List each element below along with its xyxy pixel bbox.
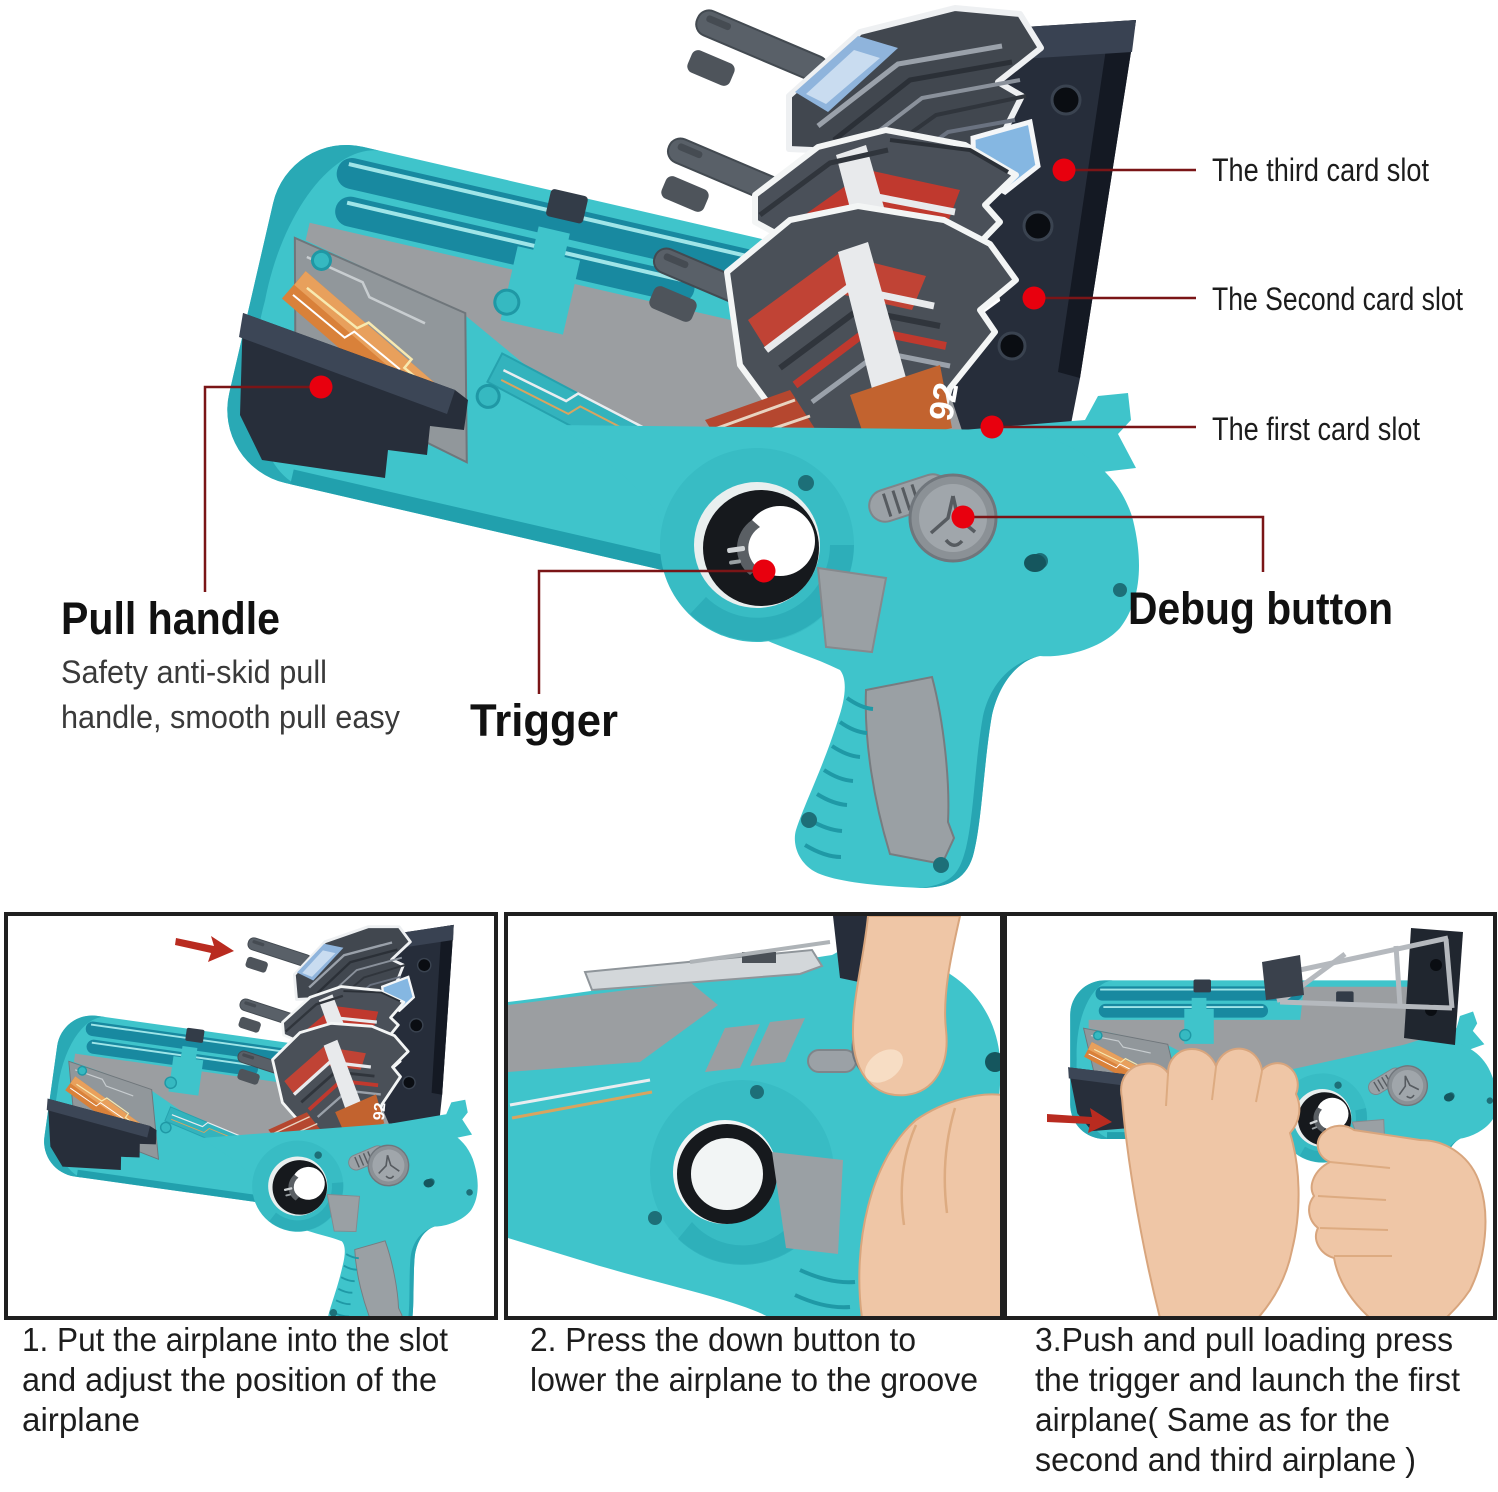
svg-text:Debug button: Debug button	[1128, 583, 1393, 634]
svg-text:airplane( Same as for the: airplane( Same as for the	[1035, 1401, 1390, 1438]
svg-text:1. Put the airplane into the s: 1. Put the airplane into the slot	[22, 1321, 448, 1358]
svg-text:2. Press the down button to: 2. Press the down button to	[530, 1321, 916, 1358]
svg-text:lower the airplane to the groo: lower the airplane to the groove	[530, 1361, 978, 1398]
svg-text:Pull handle: Pull handle	[61, 593, 280, 644]
svg-text:The Second card slot: The Second card slot	[1212, 281, 1463, 317]
svg-text:handle, smooth pull easy: handle, smooth pull easy	[61, 699, 400, 735]
svg-text:3.Push and pull loading press: 3.Push and pull loading press	[1035, 1321, 1453, 1358]
svg-text:and adjust the position of the: and adjust the position of the	[22, 1361, 437, 1398]
svg-text:The third card slot: The third card slot	[1212, 152, 1429, 188]
svg-text:Safety anti-skid pull: Safety anti-skid pull	[61, 654, 327, 690]
svg-text:second and third airplane ): second and third airplane )	[1035, 1441, 1416, 1478]
svg-text:The first card slot: The first card slot	[1212, 411, 1420, 447]
svg-text:Trigger: Trigger	[470, 695, 618, 746]
svg-text:airplane: airplane	[22, 1401, 140, 1438]
svg-text:the trigger and launch the fir: the trigger and launch the first	[1035, 1361, 1460, 1398]
